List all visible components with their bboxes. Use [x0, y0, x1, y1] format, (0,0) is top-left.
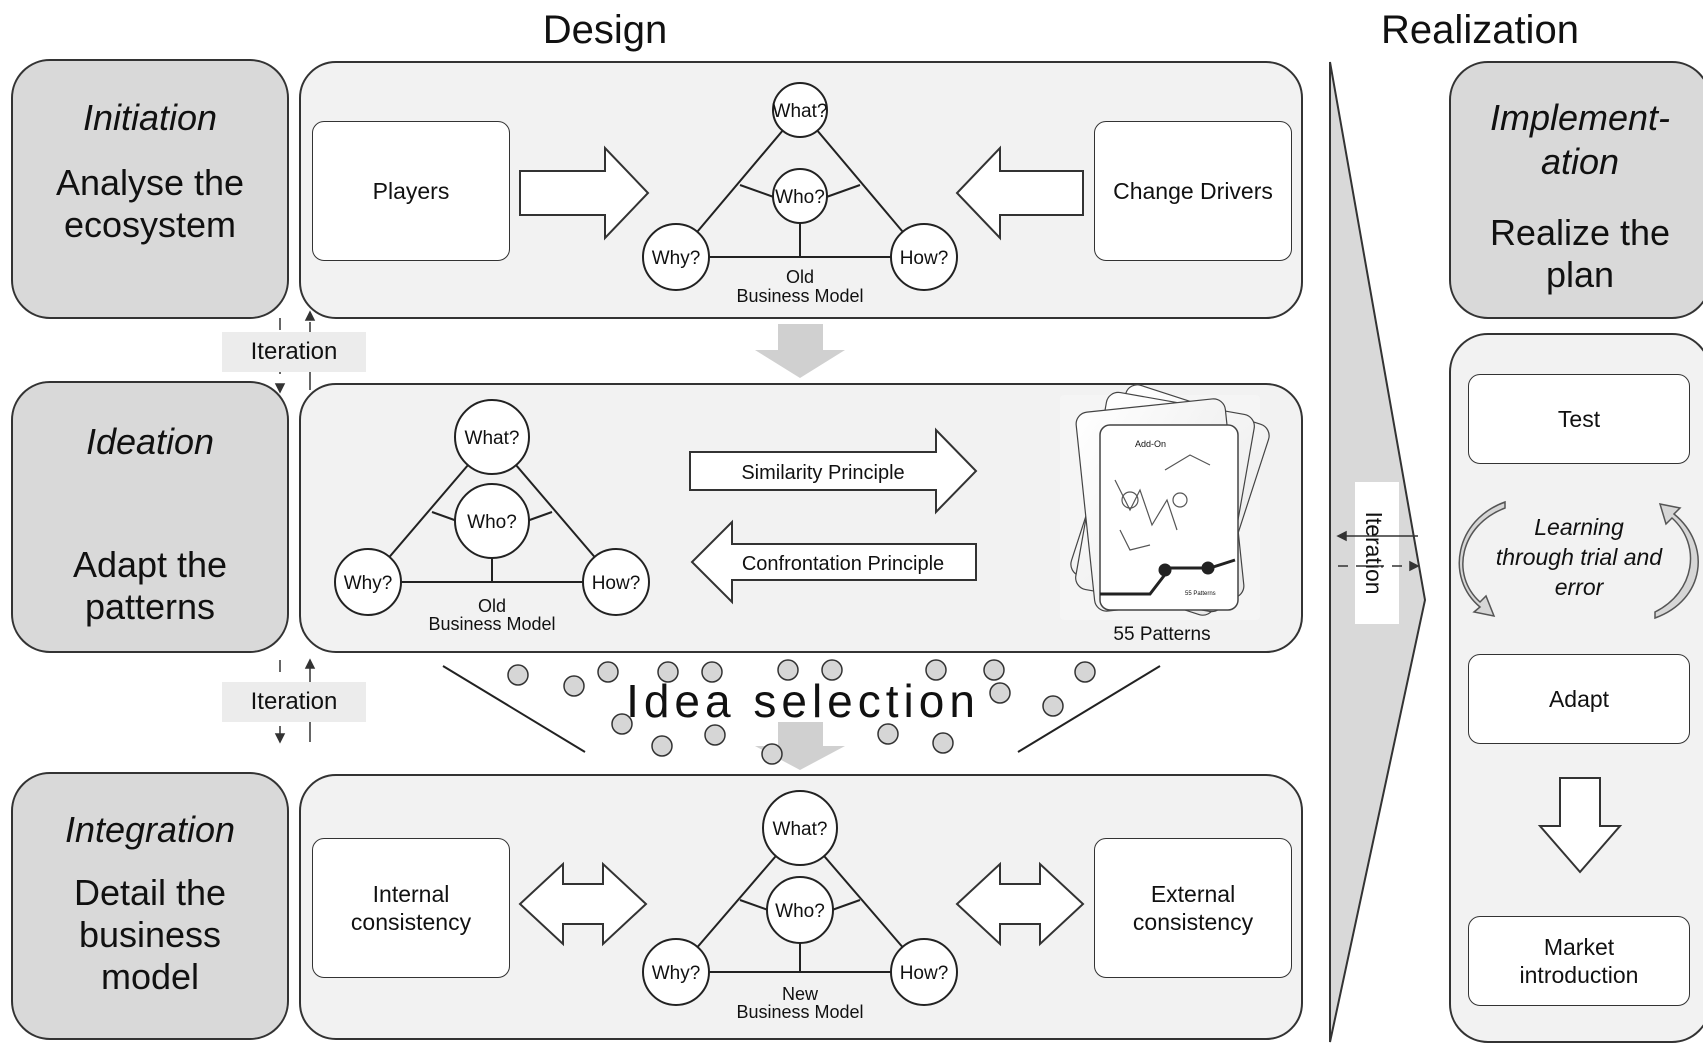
- phase-ideation-desc-2: patterns: [84, 586, 216, 627]
- learning-line-3: error: [1554, 574, 1604, 600]
- learning-cycle-arrows: [1458, 500, 1699, 620]
- iteration-vertical-label-bg: [1355, 482, 1399, 624]
- model-label-1a: Old: [786, 267, 814, 287]
- phase-integration-title: Integration: [64, 809, 236, 850]
- adapt-box: Adapt: [1468, 654, 1690, 744]
- funnel-line-right: [1017, 665, 1161, 753]
- external-consistency-line-1: External: [1150, 881, 1236, 907]
- model-label-2a: Old: [478, 596, 506, 616]
- test-box: Test: [1468, 374, 1690, 464]
- phase-box-ideation: [11, 381, 289, 653]
- realization-header: Realization: [1381, 8, 1579, 52]
- iteration-label-1: Iteration: [222, 332, 366, 372]
- what-label-3: What?: [773, 819, 828, 840]
- business-model-triangle-2: [334, 399, 650, 616]
- phase-box-implementation: [1449, 61, 1703, 319]
- phase-ideation-title: Ideation: [85, 421, 215, 462]
- similarity-principle-label: Similarity Principle: [741, 462, 904, 484]
- phase-initiation-desc-1: Analyse the: [55, 162, 245, 203]
- phase-implementation-title-1: Implement-: [1489, 97, 1671, 138]
- change-drivers-arrow: [955, 145, 1084, 241]
- model-label-3a: New: [782, 984, 819, 1004]
- external-consistency-line-2: consistency: [1132, 909, 1254, 935]
- phase-integration-desc-1: Detail the: [73, 872, 227, 913]
- internal-consistency-line-2: consistency: [350, 909, 472, 935]
- iteration-vertical-label: Iteration: [1361, 511, 1387, 594]
- phase-integration-desc-2: business: [78, 914, 222, 955]
- learning-text: Learning through trial and error: [1468, 512, 1690, 602]
- model-label-1b: Business Model: [736, 286, 863, 306]
- confrontation-principle-label: Confrontation Principle: [742, 553, 944, 575]
- phase-integration-desc-3: model: [100, 956, 200, 997]
- what-label-1: What?: [773, 101, 828, 122]
- idea-dots: [507, 659, 1096, 765]
- pattern-card-footer: 55 Patterns: [1185, 591, 1216, 597]
- internal-consistency-box: Internal consistency: [312, 838, 510, 978]
- panel-row-2: [299, 383, 1303, 653]
- phase-box-initiation: [11, 59, 289, 319]
- how-label-3: How?: [900, 963, 949, 984]
- phase-initiation-title: Initiation: [82, 97, 218, 138]
- learning-line-2: through trial and: [1495, 544, 1663, 570]
- phase-initiation: Initiation Analyse the ecosystem: [12, 96, 288, 246]
- flow-arrow-1: [755, 324, 845, 378]
- model-label-3b: Business Model: [736, 1002, 863, 1022]
- phase-box-integration: [11, 772, 289, 1040]
- what-label-2: What?: [465, 428, 520, 449]
- funnel-line-left: [442, 665, 586, 753]
- learning-line-1: Learning: [1534, 514, 1624, 540]
- phase-ideation-desc-1: Adapt the: [72, 544, 228, 585]
- phase-implementation-desc-2: plan: [1545, 254, 1615, 295]
- business-model-triangle-1: [642, 82, 958, 291]
- iteration-label-2: Iteration: [222, 682, 366, 722]
- idea-selection-label: Idea selection: [626, 675, 980, 727]
- players-box: Players: [312, 121, 510, 261]
- phase-implementation: Implement- ation Realize the plan: [1450, 96, 1703, 296]
- who-label-2: Who?: [467, 512, 517, 533]
- players-arrow: [519, 145, 650, 241]
- pattern-cards-illustration: [1060, 384, 1270, 620]
- external-consistency-arrow: [955, 861, 1085, 947]
- why-label-2: Why?: [344, 573, 393, 594]
- design-header: Design: [542, 8, 668, 52]
- change-drivers-box: Change Drivers: [1094, 121, 1292, 261]
- model-label-2b: Business Model: [428, 614, 555, 634]
- internal-consistency-arrow: [518, 861, 648, 947]
- how-label-1: How?: [900, 248, 949, 269]
- phase-ideation: Ideation Adapt the patterns: [12, 420, 288, 628]
- who-label-1: Who?: [775, 187, 825, 208]
- pattern-card-label: Add-On: [1135, 439, 1166, 449]
- adapt-to-market-arrow: [1537, 777, 1623, 874]
- external-consistency-box: External consistency: [1094, 838, 1292, 978]
- phase-implementation-title-2: ation: [1540, 141, 1620, 182]
- internal-consistency-line-1: Internal: [372, 881, 450, 907]
- confrontation-principle-arrow: [690, 519, 977, 605]
- iteration-connector-2: [274, 658, 316, 744]
- phase-implementation-desc-1: Realize the: [1489, 212, 1671, 253]
- market-line-2: introduction: [1519, 962, 1639, 988]
- market-introduction-box: Market introduction: [1468, 916, 1690, 1006]
- phase-initiation-desc-2: ecosystem: [63, 204, 237, 245]
- iteration-side-arrows: [1336, 530, 1420, 572]
- how-label-2: How?: [592, 573, 641, 594]
- phase-integration: Integration Detail the business model: [12, 808, 288, 998]
- market-line-1: Market: [1543, 934, 1615, 960]
- similarity-principle-arrow: [689, 427, 978, 515]
- who-label-3: Who?: [775, 901, 825, 922]
- business-model-triangle-3: [642, 790, 958, 1006]
- why-label-1: Why?: [652, 248, 701, 269]
- why-label-3: Why?: [652, 963, 701, 984]
- patterns-caption: 55 Patterns: [1113, 624, 1210, 645]
